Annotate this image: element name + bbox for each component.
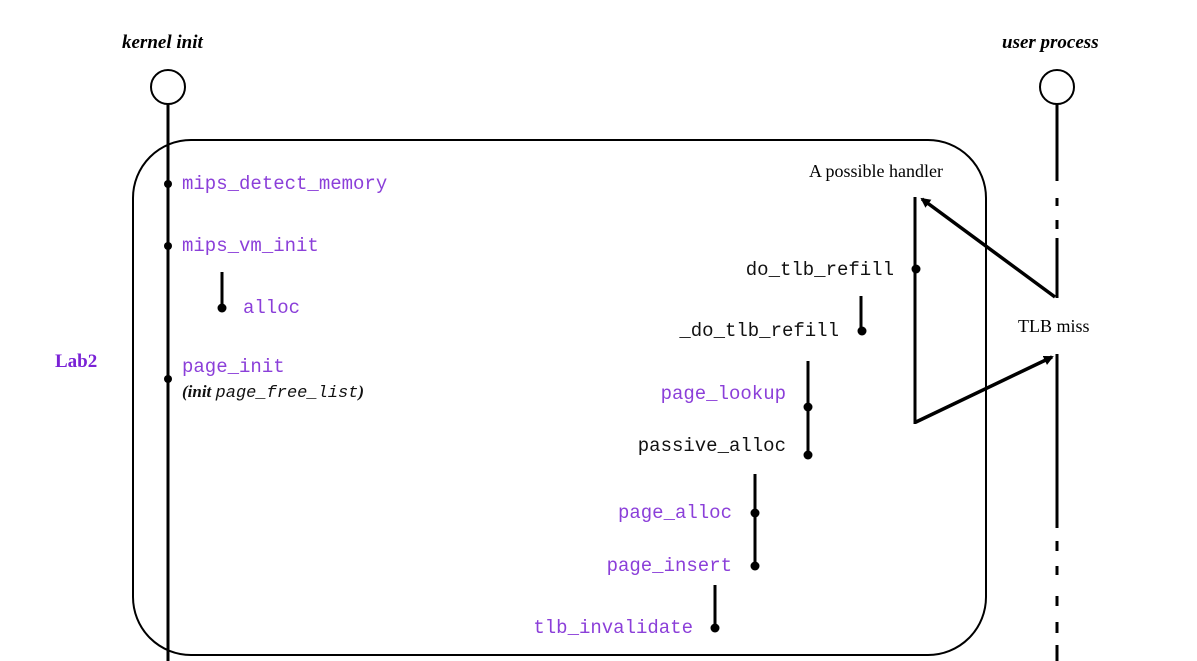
page-init-label: page_init xyxy=(182,356,285,378)
page-lookup-dot xyxy=(803,402,813,412)
passive-alloc-label: passive_alloc xyxy=(637,435,786,457)
page-init-note: (init page_free_list) xyxy=(182,383,364,402)
alloc-dot xyxy=(217,303,227,313)
page-init-note-prefix: (init xyxy=(182,382,216,401)
page-alloc-label: page_alloc xyxy=(617,502,732,524)
do-tlb-refill-dot xyxy=(911,264,921,274)
alloc-label: alloc xyxy=(243,297,301,319)
page-init-note-code: page_free_list xyxy=(215,384,359,403)
kernel-lifeline-label: kernel init xyxy=(122,32,203,53)
kernel-dot-vm-init xyxy=(164,242,172,250)
page-insert-dot xyxy=(750,561,760,571)
underscore-do-tlb-refill-label: _do_tlb_refill xyxy=(679,320,839,342)
lab2-label: Lab2 xyxy=(55,351,98,372)
mips-vm-init-label: mips_vm_init xyxy=(182,235,319,257)
user-lifeline-label: user process xyxy=(1002,32,1099,53)
tlb-miss-call-arrow xyxy=(920,197,1057,299)
handler-return-arrow xyxy=(915,355,1054,424)
passive-alloc-dot xyxy=(803,450,813,460)
page-insert-label: page_insert xyxy=(606,555,732,577)
tlb-invalidate-label: tlb_invalidate xyxy=(533,617,693,639)
kernel-dot-page-init xyxy=(164,375,172,383)
mips-detect-memory-label: mips_detect_memory xyxy=(182,173,388,195)
possible-handler-label: A possible handler xyxy=(809,161,943,181)
underscore-do-tlb-refill-dot xyxy=(857,326,867,336)
lab2-region-box xyxy=(132,139,987,656)
tlb-miss-label: TLB miss xyxy=(1018,316,1090,336)
do-tlb-refill-label: do_tlb_refill xyxy=(745,259,894,281)
kernel-lifeline-head xyxy=(150,69,186,105)
tlb-invalidate-dot xyxy=(710,623,720,633)
page-lookup-label: page_lookup xyxy=(660,383,786,405)
kernel-dot-detect-memory xyxy=(164,180,172,188)
page-init-note-suffix: ) xyxy=(358,382,365,401)
user-lifeline-head xyxy=(1039,69,1075,105)
page-alloc-dot xyxy=(750,508,760,518)
